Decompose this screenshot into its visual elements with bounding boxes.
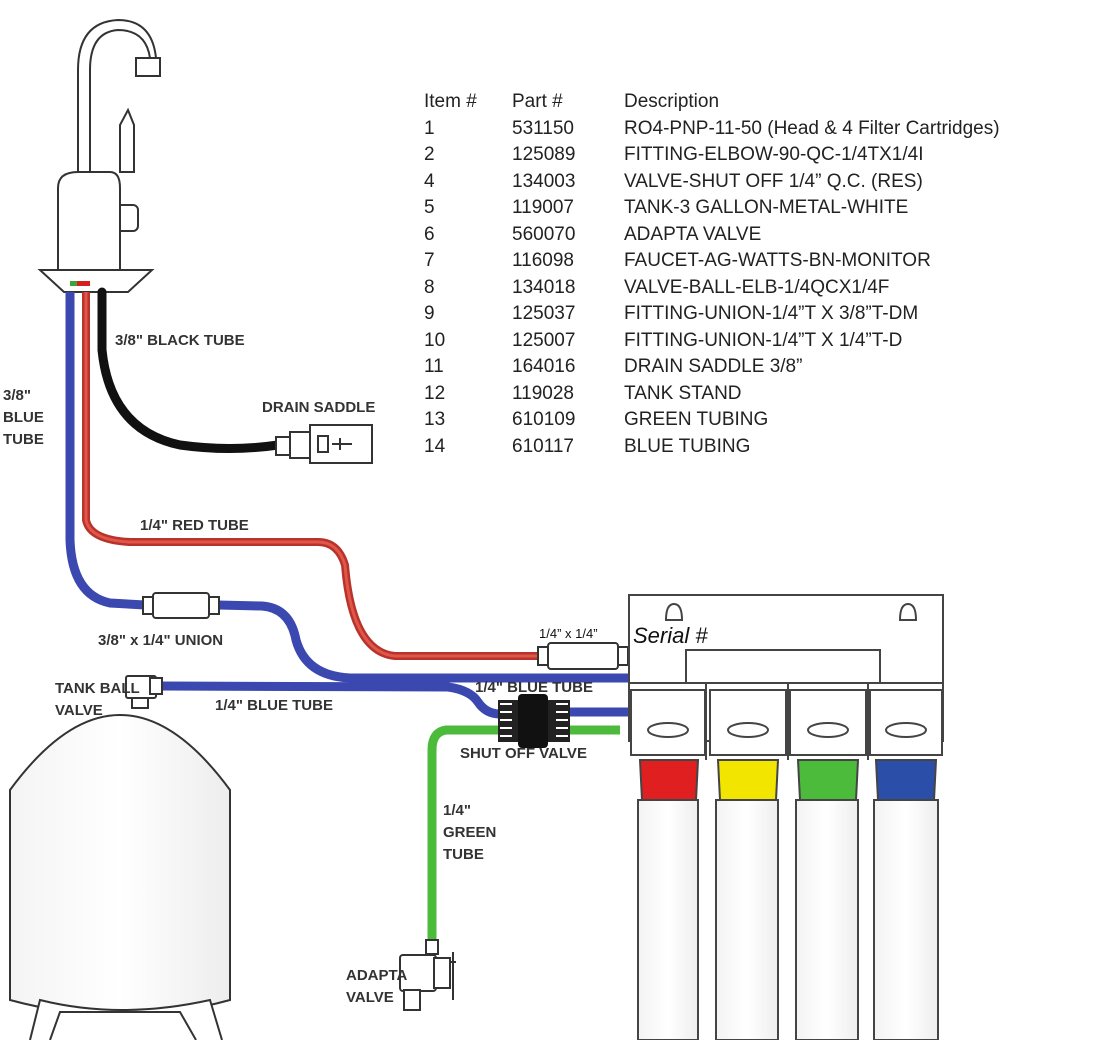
green-tube	[427, 725, 620, 945]
mount-hole-left	[664, 602, 684, 621]
header-item: Item #	[424, 91, 477, 113]
blue-tube-38	[65, 292, 634, 683]
table-row: 12 119028 TANK STAND	[424, 381, 1000, 408]
table-row: 5 119007 TANK-3 GALLON-METAL-WHITE	[424, 195, 1000, 222]
label-adapta-valve: ADAPTA VALVE	[346, 967, 408, 1006]
cell-item: 14	[424, 435, 446, 457]
table-row: 7 116098 FAUCET-AG-WATTS-BN-MONITOR	[424, 248, 1000, 275]
header-description: Description	[624, 91, 720, 113]
label-blue-tube-14-left: 1/4" BLUE TUBE	[215, 697, 333, 714]
cell-item: 10	[424, 329, 446, 351]
cell-part: 610117	[512, 435, 574, 457]
cell-part: 134018	[512, 276, 576, 298]
cell-part: 119007	[512, 197, 574, 219]
label-black-tube: 3/8" BLACK TUBE	[115, 332, 245, 349]
label-red-tube: 1/4" RED TUBE	[140, 517, 249, 534]
filter-2	[709, 689, 787, 1040]
cell-description: FITTING-ELBOW-90-QC-1/4TX1/4I	[624, 144, 924, 166]
cell-description: VALVE-SHUT OFF 1/4” Q.C. (RES)	[624, 170, 923, 192]
label-blue-tube-38: 3/8" BLUE TUBE	[3, 387, 44, 448]
cell-part: 125089	[512, 144, 576, 166]
cell-description: DRAIN SADDLE 3/8”	[624, 356, 803, 378]
serial-label-box	[685, 649, 881, 684]
cell-part: 164016	[512, 356, 576, 378]
table-row: 13 610109 GREEN TUBING	[424, 407, 1000, 434]
cell-part: 531150	[512, 117, 574, 139]
cell-part: 125007	[512, 329, 576, 351]
header-part: Part #	[512, 91, 563, 113]
cell-description: FAUCET-AG-WATTS-BN-MONITOR	[624, 250, 931, 272]
label-green-tube: 1/4" GREEN TUBE	[443, 802, 497, 863]
blue-tube-tank	[159, 681, 634, 719]
cell-item: 11	[424, 356, 444, 378]
table-row: 4 134003 VALVE-SHUT OFF 1/4” Q.C. (RES)	[424, 169, 1000, 196]
label-drain-saddle: DRAIN SADDLE	[262, 399, 376, 416]
table-row: 8 134018 VALVE-BALL-ELB-1/4QCX1/4F	[424, 275, 1000, 302]
faucet-body	[57, 171, 121, 271]
label-blue-tube-14-right: 1/4" BLUE TUBE	[475, 679, 593, 696]
tank-stand	[29, 998, 223, 1040]
cell-description: TANK-3 GALLON-METAL-WHITE	[624, 197, 909, 219]
faucet-tip	[135, 57, 161, 77]
union-38-fitting	[142, 592, 220, 619]
cell-item: 13	[424, 409, 446, 431]
filter-3	[789, 689, 867, 1040]
cell-description: BLUE TUBING	[624, 435, 751, 457]
adapta-valve	[399, 939, 456, 1011]
cell-item: 2	[424, 144, 435, 166]
label-union: 3/8" x 1/4" UNION	[98, 632, 224, 649]
label-tank-ball-valve: TANK BALL VALVE	[55, 680, 140, 719]
cell-item: 7	[424, 250, 435, 272]
faucet-base	[37, 269, 155, 293]
cell-item: 5	[424, 197, 435, 219]
faucet-spout	[77, 18, 158, 173]
cell-item: 12	[424, 382, 446, 404]
cell-description: RO4-PNP-11-50 (Head & 4 Filter Cartridge…	[624, 117, 1000, 139]
table-row: 10 125007 FITTING-UNION-1/4”T X 1/4”T-D	[424, 328, 1000, 355]
table-row: 1 531150 RO4-PNP-11-50 (Head & 4 Filter Ca…	[424, 116, 1000, 143]
cell-description: TANK STAND	[624, 382, 742, 404]
label-union-14: 1/4” x 1/4”	[539, 626, 598, 641]
parts-table-header: Item # Part # Description	[424, 89, 1000, 116]
cell-description: VALVE-BALL-ELB-1/4QCX1/4F	[624, 276, 890, 298]
table-row: 11 164016 DRAIN SADDLE 3/8”	[424, 354, 1000, 381]
union-14-fitting	[537, 642, 629, 670]
cell-part: 560070	[512, 223, 576, 245]
storage-tank	[9, 714, 231, 1040]
cell-part: 119028	[512, 382, 574, 404]
faucet-base-green-mark	[70, 281, 77, 286]
filter-4	[869, 689, 943, 1040]
faucet	[37, 18, 161, 293]
cell-part: 125037	[512, 303, 576, 325]
filter-1	[630, 689, 706, 1040]
cell-item: 9	[424, 303, 435, 325]
faucet-lever	[119, 107, 135, 173]
cell-part: 134003	[512, 170, 576, 192]
shut-off-valve	[498, 694, 570, 748]
serial-number-label: Serial #	[633, 623, 708, 648]
cell-description: ADAPTA VALVE	[624, 223, 762, 245]
cell-item: 8	[424, 276, 435, 298]
cell-item: 1	[424, 117, 435, 139]
table-row: 6 560070 ADAPTA VALVE	[424, 222, 1000, 249]
table-row: 14 610117 BLUE TUBING	[424, 434, 1000, 461]
table-row: 9 125037 FITTING-UNION-1/4”T X 3/8”T-DM	[424, 301, 1000, 328]
faucet-base-red-mark	[76, 281, 90, 286]
drain-saddle-fitting	[275, 424, 373, 464]
cell-part: 610109	[512, 409, 576, 431]
label-shut-off-valve: SHUT OFF VALVE	[460, 745, 587, 762]
cell-item: 4	[424, 170, 435, 192]
cell-description: GREEN TUBING	[624, 409, 769, 431]
cell-part: 116098	[512, 250, 574, 272]
cell-item: 6	[424, 223, 435, 245]
cell-description: FITTING-UNION-1/4”T X 1/4”T-D	[624, 329, 903, 351]
parts-table: Item # Part # Description 1 531150 RO4-PNP…	[424, 89, 1000, 460]
cell-description: FITTING-UNION-1/4”T X 3/8”T-DM	[624, 303, 919, 325]
mount-hole-right	[898, 602, 918, 621]
table-row: 2 125089 FITTING-ELBOW-90-QC-1/4TX1/4I	[424, 142, 1000, 169]
black-tube	[97, 287, 283, 453]
tank-ball-valve	[125, 675, 163, 709]
